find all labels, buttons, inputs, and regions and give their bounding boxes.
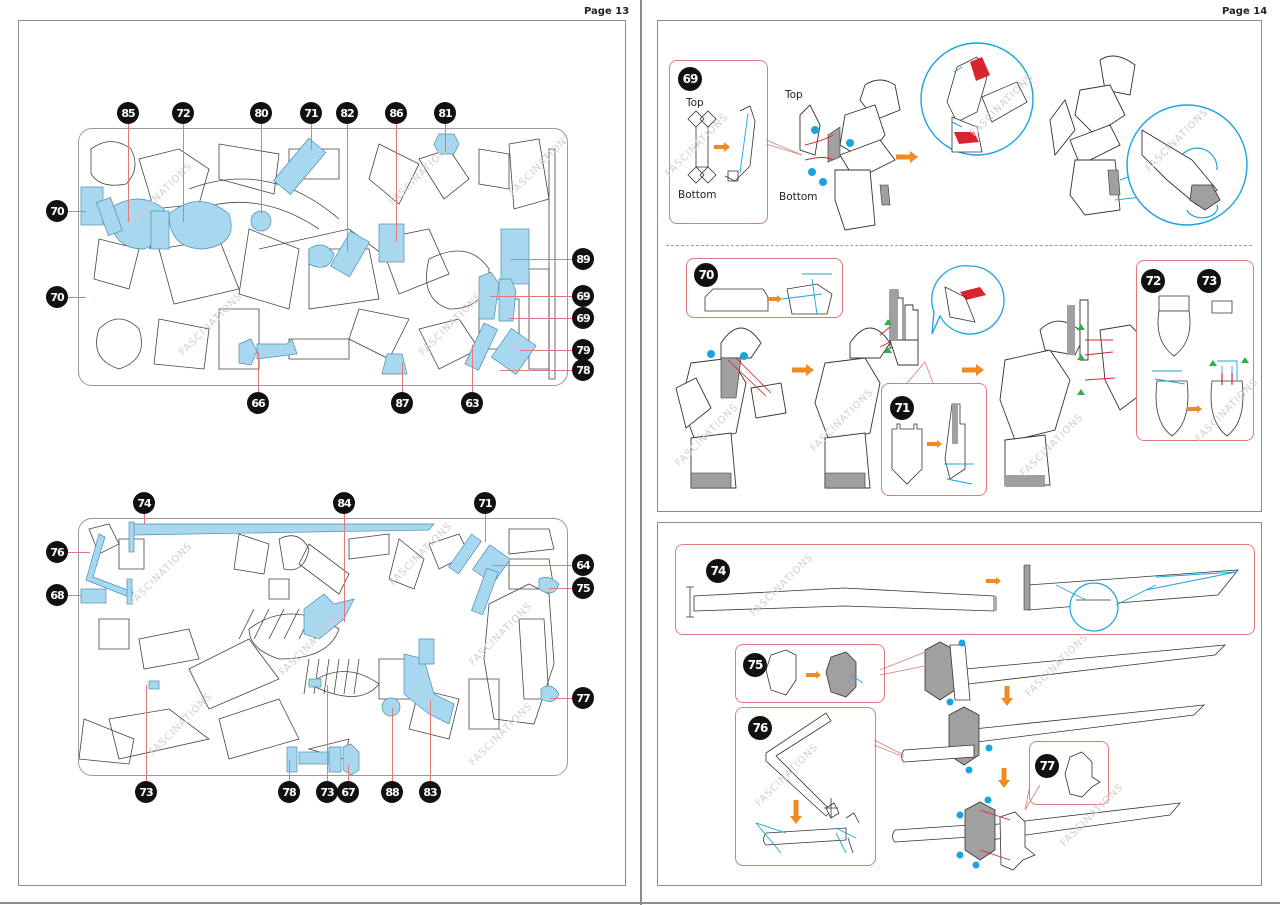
part-callout: 73 xyxy=(316,781,338,803)
part-callout: 88 xyxy=(381,781,403,803)
down-arrow-icon xyxy=(998,768,1010,788)
parts-sheet-top-outlines xyxy=(80,133,556,380)
step-69-box: 69 Top Bottom xyxy=(669,60,768,224)
part-callout: 85 xyxy=(117,102,139,124)
sword-assembly-step76 xyxy=(873,704,1206,774)
page-number-left: Page 13 xyxy=(584,6,630,17)
page-number-right: Page 14 xyxy=(1222,6,1268,17)
parts-sheet-bottom-outlines xyxy=(79,521,560,775)
step-number: 71 xyxy=(890,396,914,420)
step-69-diagram xyxy=(687,105,756,184)
part-callout: 83 xyxy=(419,781,441,803)
top-label: Top xyxy=(686,97,704,109)
parts-sheet-bottom: FASCINATIONS FASCINATIONS FASCINATIONS F… xyxy=(78,518,568,776)
robot-figure-arm xyxy=(999,299,1141,487)
step-71-part-diagram xyxy=(879,289,919,366)
step-number: 77 xyxy=(1035,754,1059,778)
step-76-diagram xyxy=(755,712,860,854)
part-callout: 79 xyxy=(572,339,594,361)
step-75-diagram xyxy=(765,649,864,698)
step-divider xyxy=(666,245,1252,246)
step-77-box: 77 xyxy=(1029,741,1109,805)
step-number: 75 xyxy=(743,653,767,677)
parts-sheet-top: FASCINATIONS FASCINATIONS FASCINATIONS F… xyxy=(78,128,568,386)
step-70-diagram xyxy=(704,273,833,315)
part-callout: 70 xyxy=(46,200,68,222)
step-number: 69 xyxy=(678,67,702,91)
part-callout: 80 xyxy=(250,102,272,124)
step-number: 72 xyxy=(1141,269,1165,293)
part-callout: 87 xyxy=(391,392,413,414)
part-callout: 78 xyxy=(572,359,594,381)
step-70-box: 70 xyxy=(686,258,843,318)
part-callout: 72 xyxy=(172,102,194,124)
step-74-diagram xyxy=(686,564,1239,632)
step-71-leader xyxy=(906,361,934,384)
robot-torso-diagram xyxy=(799,79,901,231)
step-71-diagram xyxy=(891,403,974,485)
step-number: 76 xyxy=(748,716,772,740)
part-callout: 68 xyxy=(46,584,68,606)
assembly-bottom-label: Bottom xyxy=(779,191,818,203)
down-arrow-icon xyxy=(1001,686,1013,706)
page-bottom-rule xyxy=(0,902,1280,904)
part-callout: 63 xyxy=(461,392,483,414)
part-callout: 67 xyxy=(337,781,359,803)
robot-torso-back-diagram xyxy=(1049,55,1161,216)
step-number: 73 xyxy=(1197,269,1221,293)
step-71-box: 71 xyxy=(881,383,987,496)
assembly-top-label: Top xyxy=(785,89,803,101)
detail-bubble-tab xyxy=(931,265,1005,335)
step-69-leader xyxy=(765,139,803,156)
part-callout: 71 xyxy=(474,492,496,514)
part-callout: 69 xyxy=(572,307,594,329)
step-72-73-box: 72 73 xyxy=(1136,260,1254,441)
detail-magnifier-rotate xyxy=(1126,104,1248,226)
part-callout: 77 xyxy=(572,687,594,709)
part-callout: 73 xyxy=(135,781,157,803)
step-77-diagram xyxy=(1064,751,1101,798)
part-callout: 86 xyxy=(385,102,407,124)
part-callout: 76 xyxy=(46,541,68,563)
sword-assembly-final xyxy=(892,784,1181,871)
bottom-label: Bottom xyxy=(678,189,717,201)
detail-magnifier-glue xyxy=(920,42,1034,156)
step-76-box: 76 xyxy=(735,707,876,866)
part-callout: 66 xyxy=(247,392,269,414)
next-step-arrow-icon xyxy=(962,364,984,376)
part-callout: 89 xyxy=(572,248,594,270)
part-callout: 78 xyxy=(278,781,300,803)
robot-figure-step71 xyxy=(814,327,891,489)
part-callout: 81 xyxy=(434,102,456,124)
part-callout: 70 xyxy=(46,286,68,308)
next-step-arrow-icon xyxy=(896,151,918,163)
part-callout: 71 xyxy=(300,102,322,124)
part-callout: 69 xyxy=(572,285,594,307)
step-75-box: 75 xyxy=(735,644,885,703)
step-number: 74 xyxy=(706,559,730,583)
part-callout: 64 xyxy=(572,554,594,576)
sword-assembly-step75 xyxy=(879,639,1227,706)
robot-figure-step70 xyxy=(675,327,787,489)
part-callout: 75 xyxy=(572,577,594,599)
part-callout: 82 xyxy=(336,102,358,124)
step-72-73-diagram xyxy=(1152,295,1249,437)
page-gutter xyxy=(640,0,642,905)
next-step-arrow-icon xyxy=(792,364,814,376)
step-74-box: 74 xyxy=(675,544,1255,635)
part-callout: 74 xyxy=(133,492,155,514)
part-callout: 84 xyxy=(333,492,355,514)
step-number: 70 xyxy=(694,263,718,287)
